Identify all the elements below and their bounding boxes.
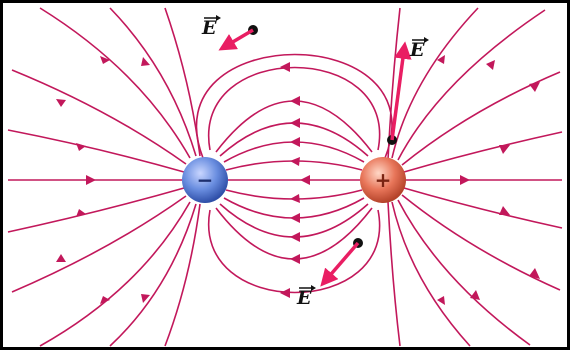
negative-outer-lines	[7, 7, 201, 347]
arrow-out-8	[437, 55, 445, 64]
arrow-out-1	[460, 175, 470, 185]
arrow-in-8	[141, 57, 150, 66]
arrow-out-2	[499, 145, 510, 154]
arrow-inner-10	[280, 62, 290, 72]
test-point-top: E	[201, 15, 258, 51]
vector-bar-tip	[216, 15, 221, 21]
arrow-in-7	[100, 296, 110, 304]
arrow-out-9	[437, 296, 445, 305]
positive-outer-lines	[387, 7, 563, 347]
negative-charge-symbol: −	[197, 168, 214, 192]
positive-charge: +	[360, 157, 406, 203]
arrow-inner-3	[290, 194, 300, 203]
arrow-in-9	[141, 294, 150, 303]
arrow-in-5	[56, 254, 66, 262]
arrow-inner-5	[290, 213, 300, 223]
e-vector-arrow	[390, 41, 412, 141]
e-vector-arrow	[218, 28, 254, 51]
arrow-out-5	[529, 268, 540, 279]
arrow-out-7	[470, 290, 480, 300]
e-vector-label: E	[296, 287, 312, 309]
arrow-out-3	[499, 206, 510, 215]
arrow-out-4	[529, 82, 540, 92]
vector-bar-tip	[424, 37, 429, 43]
arrow-in-3	[76, 209, 86, 217]
arrow-out-6	[486, 60, 495, 70]
arrow-inner-1	[300, 175, 310, 185]
arrow-inner-9	[290, 254, 300, 264]
arrow-inner-2	[290, 157, 300, 166]
arrow-in-1	[86, 175, 96, 185]
e-vector-label: E	[409, 39, 425, 61]
arrow-inner-11	[280, 288, 290, 298]
arrow-inner-7	[290, 232, 300, 242]
test-point-right: E	[387, 37, 429, 145]
arrow-in-2	[76, 143, 86, 151]
test-point-bottom: E	[296, 238, 363, 309]
field-line-arrows	[56, 55, 540, 305]
e-vector-arrow	[320, 241, 360, 287]
arrow-inner-6	[290, 118, 300, 128]
negative-charge: −	[182, 157, 228, 203]
arrow-in-4	[56, 99, 66, 107]
vector-bar-tip	[311, 285, 316, 291]
arrow-in-6	[100, 56, 110, 64]
positive-charge-symbol: +	[375, 168, 392, 192]
arrow-inner-8	[290, 96, 300, 106]
e-vector-label: E	[201, 17, 217, 39]
arrow-inner-4	[290, 137, 300, 147]
